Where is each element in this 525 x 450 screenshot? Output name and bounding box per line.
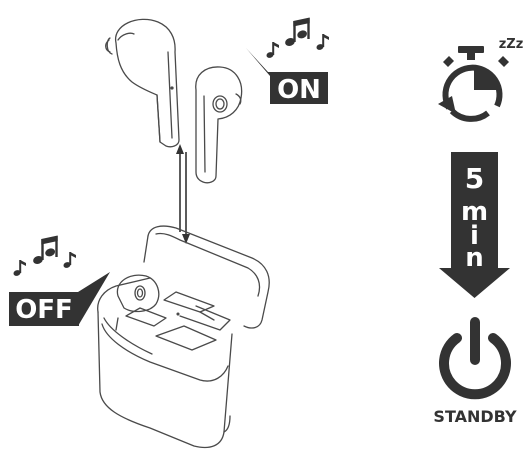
sleep-label: zZz (499, 37, 524, 52)
on-badge: ON (246, 48, 328, 105)
timer-digit: 5 (465, 162, 484, 195)
on-label: ON (277, 75, 321, 105)
charging-case (97, 225, 270, 449)
timer-unit-char: n (465, 243, 484, 273)
music-notes-icon (265, 17, 329, 59)
earbud-right (195, 66, 243, 184)
timer-arrow: 5 m i n (439, 152, 510, 298)
power-icon (439, 317, 511, 400)
earbud-left (105, 18, 180, 148)
standby-label: STANDBY (433, 407, 517, 426)
stopwatch-icon (438, 46, 509, 122)
double-arrow-icon (176, 144, 190, 244)
off-label: OFF (15, 295, 73, 325)
music-notes-icon (12, 235, 76, 277)
timer-unit-char: m (461, 197, 488, 227)
timer-unit-char: i (470, 221, 479, 251)
off-badge: OFF (9, 272, 110, 326)
